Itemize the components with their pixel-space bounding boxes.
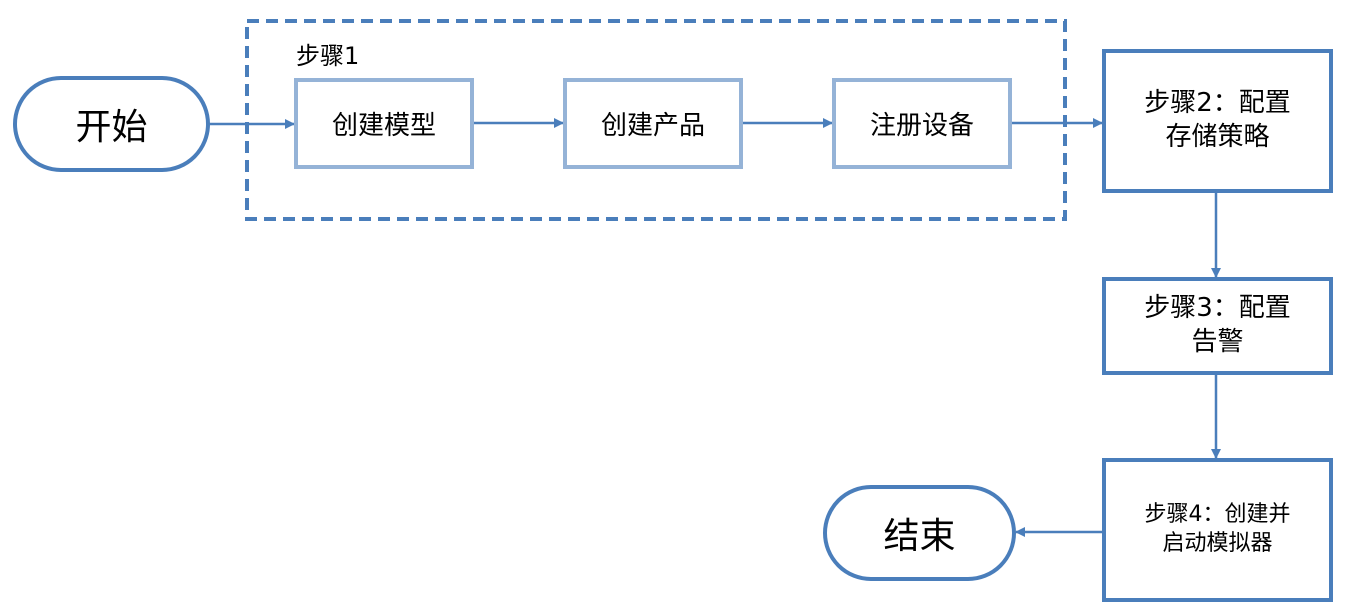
create-product-label: 创建产品 xyxy=(600,111,705,141)
step4-box: 步骤4：创建并 启动模拟器 xyxy=(1102,458,1333,602)
step1-label: 步骤1 xyxy=(296,42,360,70)
register-device-label: 注册设备 xyxy=(869,111,974,141)
step2-line2: 存储策略 xyxy=(1165,122,1270,152)
step3-box: 步骤3：配置 告警 xyxy=(1102,277,1333,375)
start-label: 开始 xyxy=(75,107,148,148)
step3-line2: 告警 xyxy=(1191,327,1244,357)
step1-group-border xyxy=(245,19,1067,221)
end-node: 结束 xyxy=(823,485,1016,581)
step4-line2: 启动模拟器 xyxy=(1162,531,1273,556)
step3-text: 步骤3：配置 告警 xyxy=(1144,292,1291,360)
create-model-label: 创建模型 xyxy=(331,111,436,141)
create-product-box: 创建产品 xyxy=(563,78,743,169)
register-device-box: 注册设备 xyxy=(832,78,1012,169)
start-node: 开始 xyxy=(13,76,210,172)
end-label: 结束 xyxy=(883,516,956,557)
step2-text: 步骤2：配置 存储策略 xyxy=(1144,87,1291,155)
step2-line1: 步骤2：配置 xyxy=(1144,88,1291,119)
step4-line1: 步骤4：创建并 xyxy=(1144,502,1291,528)
create-model-box: 创建模型 xyxy=(294,78,474,169)
step2-box: 步骤2：配置 存储策略 xyxy=(1102,49,1333,193)
step4-text: 步骤4：创建并 启动模拟器 xyxy=(1145,501,1291,558)
step3-line1: 步骤3：配置 xyxy=(1144,293,1291,324)
